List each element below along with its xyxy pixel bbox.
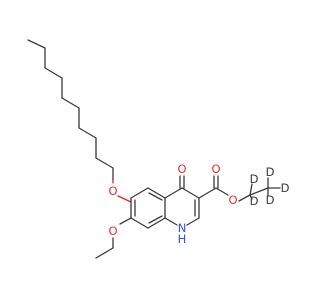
atom-d-3: D bbox=[266, 165, 275, 179]
deuterium-bonds bbox=[249, 177, 281, 200]
bond-oester-cd2 bbox=[238, 194, 251, 202]
benzene-ring bbox=[130, 187, 166, 229]
bond-c5-c6 bbox=[130, 187, 149, 199]
bond-n1-c8a bbox=[164, 217, 178, 226]
bond-o-c-ring bbox=[117, 195, 132, 203]
bond-chain-3 bbox=[44, 67, 63, 79]
decyloxy-link bbox=[112, 179, 132, 203]
ester-group bbox=[198, 175, 269, 202]
bond-c8-c8a-inner bbox=[148, 215, 163, 224]
atom-o-decyloxy: O bbox=[108, 184, 117, 198]
atom-n-ring: N bbox=[178, 221, 187, 235]
atom-h-nh: H bbox=[178, 232, 187, 246]
bond-cd2-cd3 bbox=[249, 187, 269, 196]
atom-d-5: D bbox=[266, 193, 275, 207]
bond-c3-ccarbonyl bbox=[198, 187, 217, 199]
bond-c4a-c5 bbox=[147, 187, 166, 199]
bond-ccarbonyl-oester bbox=[215, 187, 229, 196]
bond-c4a-c5-inner bbox=[148, 192, 163, 201]
molecule-structure: O O O O O N H D D D D D bbox=[27, 39, 290, 259]
bond-chain-7 bbox=[78, 127, 97, 139]
atom-o-carbonyl: O bbox=[211, 162, 220, 176]
bond-chain-1 bbox=[27, 39, 46, 49]
bond-c7-c8 bbox=[130, 217, 149, 229]
bond-c7-oethoxy bbox=[119, 217, 132, 225]
bond-chain-9 bbox=[95, 157, 114, 169]
bond-c4-c3 bbox=[181, 187, 200, 199]
atom-labels: O O O O O N H D D D D D bbox=[108, 162, 289, 246]
atom-d-1: D bbox=[250, 172, 259, 186]
bond-cd2-d-lower bbox=[249, 194, 253, 200]
bond-c4a-c4 bbox=[164, 187, 183, 199]
pyridinone-ring bbox=[164, 187, 200, 226]
bond-c2-n1 bbox=[186, 217, 200, 226]
ketone-group bbox=[179, 175, 185, 189]
bond-ch2-ch3 bbox=[95, 247, 114, 259]
atom-d-4: D bbox=[281, 181, 290, 195]
atom-o-ester: O bbox=[228, 193, 237, 207]
atom-d-2: D bbox=[250, 194, 259, 208]
bond-c8-c8a bbox=[147, 217, 166, 229]
atom-o-ketone: O bbox=[177, 162, 186, 176]
bond-cd2-d-upper bbox=[249, 183, 253, 196]
ethoxy-group bbox=[95, 217, 132, 259]
bond-chain-5 bbox=[61, 97, 80, 109]
decyl-chain bbox=[27, 39, 114, 181]
atom-o-ethoxy: O bbox=[108, 224, 117, 238]
